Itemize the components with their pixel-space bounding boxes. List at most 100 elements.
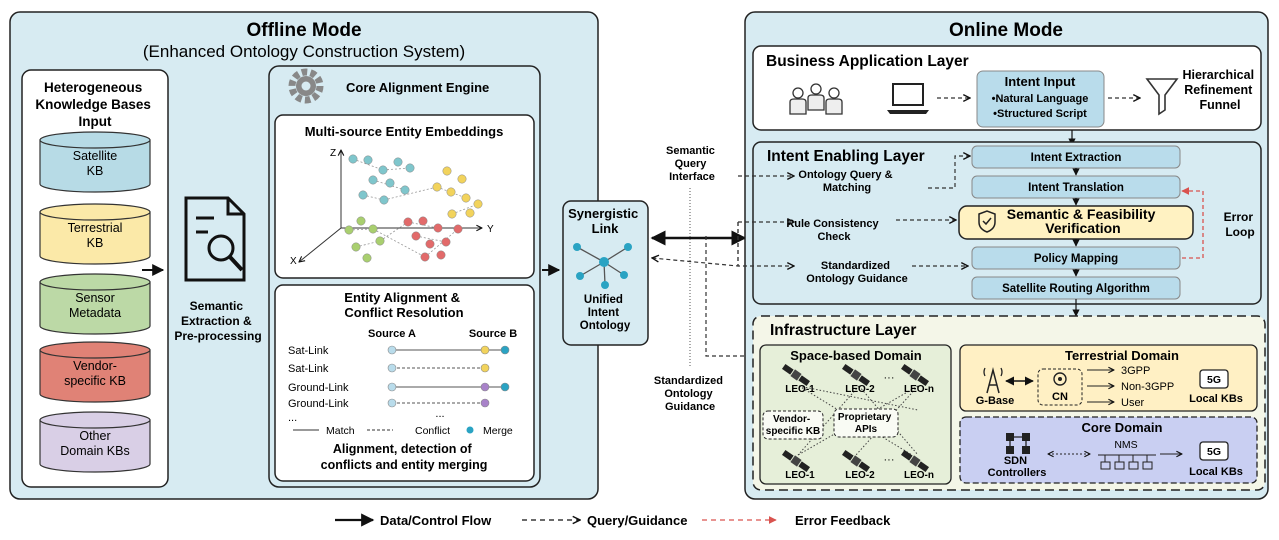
laptop-icon bbox=[887, 83, 929, 114]
alignment-legend: Match Conflict Merge bbox=[293, 425, 513, 437]
kb-label: Other bbox=[79, 429, 110, 443]
core-local-kb: Local KBs bbox=[1189, 466, 1243, 478]
alignment-row-label: Ground-Link bbox=[288, 398, 349, 410]
routing-algorithm-label: Satellite Routing Algorithm bbox=[1002, 283, 1150, 295]
network-icon bbox=[573, 243, 632, 289]
offline-title: Offline Mode bbox=[246, 20, 361, 41]
users-icon bbox=[789, 83, 843, 115]
axis-z-label: Z bbox=[330, 148, 336, 159]
axis-y-label: Y bbox=[487, 224, 494, 235]
alignment-row-label: ... bbox=[288, 412, 297, 424]
intent-enabling-layer: Intent Enabling Layer Ontology Query & M… bbox=[737, 141, 1262, 317]
axis-x-label: X bbox=[290, 256, 297, 267]
satellite-label: LEO-n bbox=[904, 384, 934, 395]
guidance-interface-label: Standardized Ontology Guidance bbox=[654, 375, 726, 413]
kb-input-panel: Heterogeneous Knowledge Bases Input Sate… bbox=[21, 69, 169, 488]
ontology-query-label: Ontology Query & Matching bbox=[798, 169, 895, 194]
legend-match: Match bbox=[326, 425, 355, 437]
terrestrial-title: Terrestrial Domain bbox=[1065, 348, 1179, 363]
terrestrial-local-kb: Local KBs bbox=[1189, 393, 1243, 405]
space-title: Space-based Domain bbox=[790, 348, 922, 363]
kb-label: Vendor- bbox=[73, 359, 117, 373]
semantic-extraction: Semantic Extraction & Pre-processing bbox=[174, 196, 262, 343]
legend-query: Query/Guidance bbox=[587, 513, 687, 528]
kb-panel-title: Heterogeneous Knowledge Bases Input bbox=[35, 80, 154, 129]
link-user: User bbox=[1121, 397, 1145, 409]
source-b-label: Source B bbox=[469, 328, 517, 340]
intent-translation-label: Intent Translation bbox=[1028, 182, 1124, 194]
satellite-label: LEO-2 bbox=[845, 384, 875, 395]
vendor-kb-label: Vendor- specific KB bbox=[766, 414, 820, 437]
kb-label: Metadata bbox=[69, 306, 121, 320]
error-loop-label: Error Loop bbox=[1224, 210, 1257, 239]
verification-label: Semantic & Feasibility Verification bbox=[1007, 206, 1160, 236]
business-layer: Business Application Layer Intent Input … bbox=[752, 45, 1262, 146]
infrastructure-layer: Infrastructure Layer Space-based Domain … bbox=[752, 315, 1266, 491]
cn-node bbox=[1037, 368, 1083, 406]
kb-label: KB bbox=[87, 236, 104, 250]
policy-mapping-label: Policy Mapping bbox=[1034, 253, 1118, 265]
synergistic-caption: Unified Intent Ontology bbox=[580, 294, 631, 332]
proprietary-apis-node bbox=[833, 408, 899, 438]
document-search-icon bbox=[184, 196, 246, 282]
legend-merge: Merge bbox=[483, 425, 513, 437]
kb-cylinder-4: Vendor-specific KB bbox=[39, 341, 151, 403]
gear-icon bbox=[288, 68, 324, 104]
kb-label: Domain KBs bbox=[60, 444, 129, 458]
satellite-label: LEO-1 bbox=[785, 384, 815, 395]
space-ellipsis-top: ··· bbox=[884, 372, 895, 384]
standardized-guidance-label: Standardized Ontology Guidance bbox=[806, 260, 907, 285]
terrestrial-5g-badge bbox=[1199, 369, 1229, 389]
link-3gpp: 3GPP bbox=[1121, 365, 1150, 377]
satellite-label: LEO-2 bbox=[845, 470, 875, 481]
extraction-label: Semantic Extraction & Pre-processing bbox=[174, 299, 261, 343]
enabling-title: Intent Enabling Layer bbox=[767, 148, 925, 165]
engine-title: Core Alignment Engine bbox=[346, 80, 489, 95]
kb-label: Satellite bbox=[73, 149, 118, 163]
kb-label: specific KB bbox=[64, 374, 126, 388]
proprietary-apis-label: Proprietary APIs bbox=[838, 412, 894, 435]
gbase-label: G-Base bbox=[976, 395, 1015, 407]
alignment-row-label: Sat-Link bbox=[288, 363, 329, 375]
offline-subtitle: (Enhanced Ontology Construction System) bbox=[143, 42, 465, 61]
nms-label: NMS bbox=[1114, 439, 1137, 451]
antenna-tower-icon bbox=[983, 367, 1003, 394]
kb-label: KB bbox=[87, 164, 104, 178]
source-a-label: Source A bbox=[368, 328, 416, 340]
legend-error: Error Feedback bbox=[795, 513, 891, 528]
intent-input-title: Intent Input bbox=[1005, 74, 1076, 89]
sdn-controller-icon bbox=[1006, 433, 1030, 454]
synergistic-title: Synergistic Link bbox=[568, 206, 642, 236]
online-title: Online Mode bbox=[949, 20, 1063, 41]
cn-label: CN bbox=[1052, 391, 1068, 403]
core-title: Core Domain bbox=[1082, 420, 1163, 435]
flow-legend: Data/Control Flow Query/Guidance Error F… bbox=[335, 513, 891, 528]
intent-input-item-2: •Structured Script bbox=[993, 108, 1087, 120]
business-title: Business Application Layer bbox=[766, 53, 969, 70]
funnel-label: Hierarchical Refinement Funnel bbox=[1182, 68, 1257, 112]
embeddings-title: Multi-source Entity Embeddings bbox=[305, 124, 504, 139]
intent-extraction-label: Intent Extraction bbox=[1031, 152, 1122, 164]
rule-consistency-label: Rule Consistency Check bbox=[786, 218, 881, 243]
satellite-label: LEO-n bbox=[904, 470, 934, 481]
error-loop-arrow bbox=[1181, 187, 1204, 259]
core-5g-label: 5G bbox=[1207, 446, 1221, 458]
kb-label: Terrestrial bbox=[68, 221, 123, 235]
legend-conflict: Conflict bbox=[415, 425, 450, 437]
alignment-title: Entity Alignment & Conflict Resolution bbox=[344, 290, 463, 320]
infra-title: Infrastructure Layer bbox=[770, 322, 916, 339]
vendor-kb-node bbox=[762, 410, 824, 440]
sdn-label: SDN Controllers bbox=[988, 455, 1047, 479]
intent-input-item-1: •Natural Language bbox=[992, 93, 1089, 105]
core-domain: Core Domain SDN Controllers NMS bbox=[959, 416, 1258, 484]
nms-devices-icon bbox=[1098, 454, 1156, 470]
funnel-icon bbox=[1145, 78, 1179, 116]
alignment-row-label: Sat-Link bbox=[288, 345, 329, 357]
gear-globe-icon bbox=[1053, 372, 1067, 386]
align-ellipsis: ... bbox=[435, 408, 444, 420]
